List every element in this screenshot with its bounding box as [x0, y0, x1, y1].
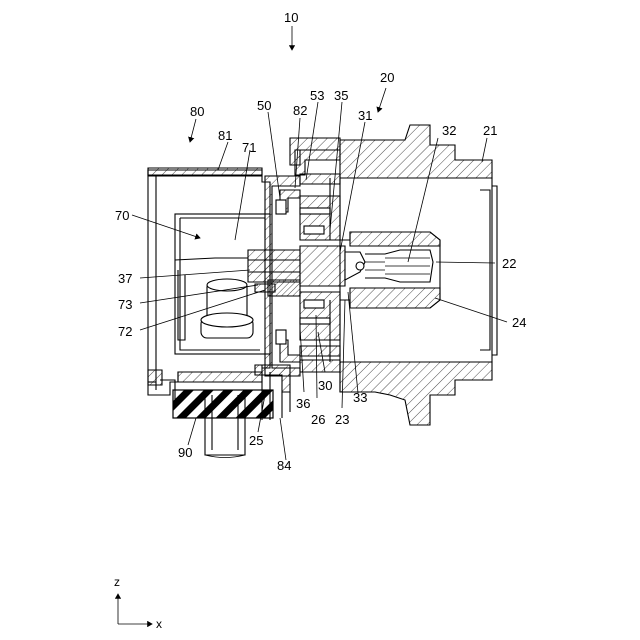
label-50: 50 [257, 98, 271, 113]
cable-core [201, 279, 253, 458]
label-23: 23 [335, 412, 349, 427]
label-26: 26 [311, 412, 325, 427]
label-72: 72 [118, 324, 132, 339]
label-81: 81 [218, 128, 232, 143]
label-73: 73 [118, 297, 132, 312]
socket-contact-32 [356, 250, 433, 282]
label-84: 84 [277, 458, 291, 473]
label-30: 30 [318, 378, 332, 393]
center-pin-37 [248, 246, 365, 296]
coordinate-axes: z x [114, 575, 162, 631]
label-10: 10 [284, 10, 298, 25]
label-33: 33 [353, 390, 367, 405]
axis-z-label: z [114, 575, 120, 589]
label-20: 20 [380, 70, 394, 85]
label-32: 32 [442, 123, 456, 138]
label-22: 22 [502, 256, 516, 271]
label-80: 80 [190, 104, 204, 119]
label-36: 36 [296, 396, 310, 411]
seal-90 [173, 390, 273, 418]
label-90: 90 [178, 445, 192, 460]
label-31: 31 [358, 108, 372, 123]
label-70: 70 [115, 208, 129, 223]
label-53: 53 [310, 88, 324, 103]
label-21: 21 [483, 123, 497, 138]
label-82: 82 [293, 103, 307, 118]
label-24: 24 [512, 315, 526, 330]
label-37: 37 [118, 271, 132, 286]
label-71: 71 [242, 140, 256, 155]
axis-x-label: x [156, 617, 162, 631]
label-35: 35 [334, 88, 348, 103]
label-25: 25 [249, 433, 263, 448]
